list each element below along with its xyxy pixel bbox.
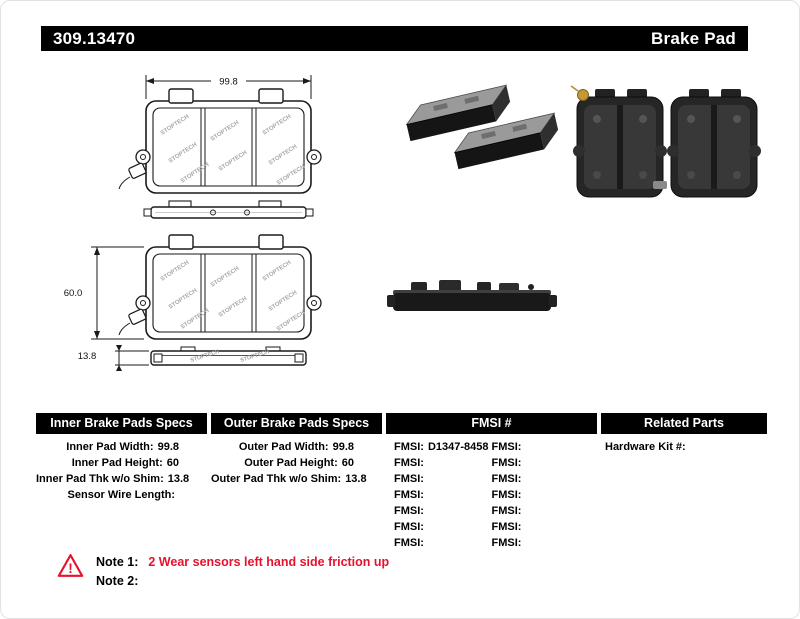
photo-pads-perspective [402, 84, 563, 170]
fmsi-row: FMSI: FMSI: [386, 535, 597, 551]
dimension-height [91, 246, 144, 340]
fmsi-label: FMSI: [491, 521, 522, 533]
fmsi-row: FMSI: FMSI: [386, 519, 597, 535]
pad-front-view-1 [118, 88, 322, 194]
dimension-width-label: 99.8 [219, 77, 238, 88]
fmsi-label: FMSI: [394, 441, 424, 453]
spec-row: Hardware Kit #: [601, 439, 767, 455]
technical-drawing: STOPTECH STOPTECH STOPTECH STOPTECH STOP… [64, 75, 322, 371]
spec-value: 13.8 [167, 473, 190, 485]
note-1-text: 2 Wear sensors left hand side friction u… [148, 555, 390, 569]
dimension-thickness [115, 345, 149, 371]
spec-value: 13.8 [345, 473, 367, 485]
fmsi-label: FMSI: [491, 537, 522, 549]
fmsi-row: FMSI: FMSI: [386, 503, 597, 519]
outer-specs-header: Outer Brake Pads Specs [211, 413, 382, 434]
spec-row: Inner Pad Thk w/o Shim:13.8 [36, 471, 207, 487]
wear-sensor [577, 89, 589, 101]
inner-specs-header: Inner Brake Pads Specs [36, 413, 207, 434]
pad-front-view-2 [118, 234, 322, 340]
spec-label: Inner Pad Height: [71, 457, 163, 469]
header-bar: 309.13470 Brake Pad [41, 26, 748, 51]
wear-sensor-wire [570, 85, 579, 92]
spec-label: Outer Pad Width: [238, 441, 329, 453]
dimension-width [145, 75, 312, 99]
pad-clip [653, 181, 667, 189]
fmsi-row: FMSI:D1347-8458 FMSI: [386, 439, 597, 455]
fmsi-label: FMSI: [394, 489, 424, 501]
product-title: Brake Pad [651, 28, 736, 48]
dimension-thickness-label: 13.8 [78, 351, 97, 362]
spec-label: Outer Pad Height: [244, 457, 338, 469]
fmsi-label: FMSI: [491, 473, 522, 485]
warning-mark: ! [68, 561, 73, 576]
spec-label: Inner Pad Width: [66, 441, 154, 453]
note-1-label: Note 1: [96, 555, 139, 569]
fmsi-label: FMSI: [491, 505, 522, 517]
fmsi-label: FMSI: [394, 537, 424, 549]
photo-pad-side-profile [387, 280, 557, 311]
outer-specs-column: Outer Brake Pads Specs Outer Pad Width:9… [211, 413, 382, 487]
fmsi-header: FMSI # [386, 413, 597, 434]
part-number: 309.13470 [53, 28, 136, 48]
pad-top-view [143, 200, 314, 219]
related-parts-header: Related Parts [601, 413, 767, 434]
pad-edge-view: STOPTECH STOPTECH [150, 346, 307, 366]
spec-row: Inner Pad Width:99.8 [36, 439, 207, 455]
fmsi-label: FMSI: [394, 521, 424, 533]
fmsi-label: FMSI: [394, 505, 424, 517]
note-2-label: Note 2: [96, 574, 139, 588]
note-1: Note 1: 2 Wear sensors left hand side fri… [96, 555, 389, 569]
spec-value: 60 [341, 457, 354, 469]
inner-specs-column: Inner Brake Pads Specs Inner Pad Width:9… [36, 413, 207, 503]
fmsi-label: FMSI: [491, 489, 522, 501]
fmsi-label: FMSI: [394, 457, 424, 469]
spec-value: 99.8 [157, 441, 179, 453]
spec-label: Sensor Wire Length: [67, 489, 175, 501]
spec-row: Outer Pad Height:60 [211, 455, 382, 471]
spec-row: Outer Pad Thk w/o Shim:13.8 [211, 471, 382, 487]
fmsi-row: FMSI: FMSI: [386, 487, 597, 503]
fmsi-label: FMSI: [491, 441, 522, 453]
spec-value: 60 [166, 457, 179, 469]
warning-icon: ! [57, 554, 84, 577]
spec-row: Inner Pad Height:60 [36, 455, 207, 471]
spec-row: Sensor Wire Length: [36, 487, 207, 503]
fmsi-row: FMSI: FMSI: [386, 455, 597, 471]
fmsi-label: FMSI: [491, 457, 522, 469]
spec-label: Outer Pad Thk w/o Shim: [211, 473, 342, 485]
fmsi-value: D1347-8458 [427, 441, 489, 453]
spec-value: 99.8 [332, 441, 354, 453]
spec-label: Inner Pad Thk w/o Shim: [36, 473, 164, 485]
fmsi-row: FMSI: FMSI: [386, 471, 597, 487]
dimension-height-label: 60.0 [64, 288, 83, 299]
spec-row: Outer Pad Width:99.8 [211, 439, 382, 455]
photo-pads-flat [570, 85, 762, 198]
fmsi-column: FMSI # FMSI:D1347-8458 FMSI: FMSI: FMSI:… [386, 413, 597, 551]
fmsi-label: FMSI: [394, 473, 424, 485]
note-2: Note 2: [96, 574, 148, 588]
related-parts-column: Related Parts Hardware Kit #: [601, 413, 767, 455]
spec-label: Hardware Kit #: [605, 441, 686, 453]
product-photos [387, 84, 762, 311]
